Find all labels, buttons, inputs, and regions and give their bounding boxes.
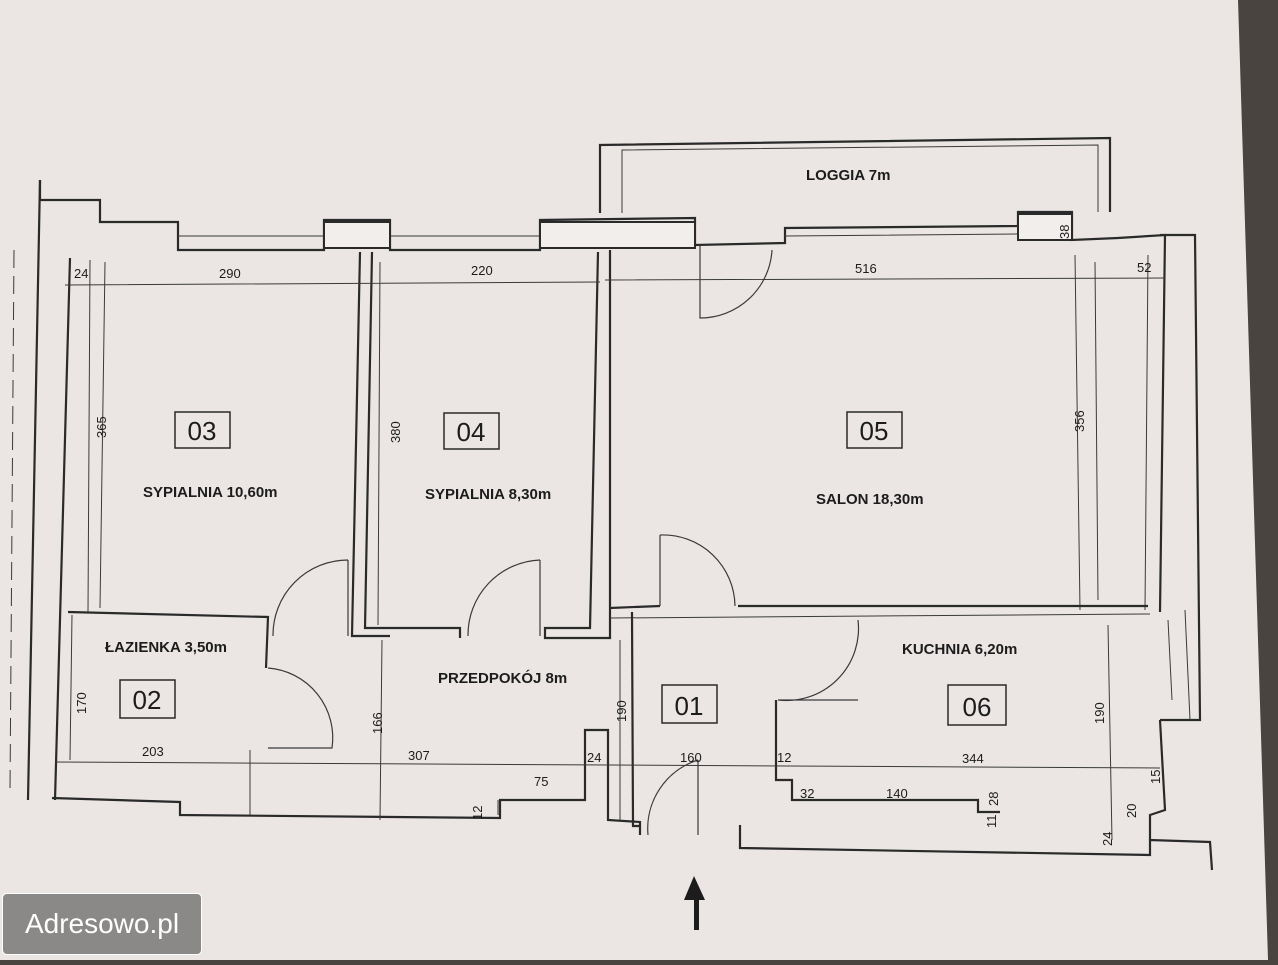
dim-label: 11 <box>984 815 999 829</box>
dim-label: 32 <box>800 786 814 801</box>
left-wall <box>9 179 91 801</box>
entrance-arrow-icon <box>684 876 705 930</box>
dim-label: 140 <box>886 786 908 801</box>
dim-label: 190 <box>1092 702 1107 724</box>
dimension-lines <box>54 261 1166 841</box>
dim-label: 28 <box>986 792 1001 806</box>
room-label-04: SYPIALNIA 8,30m <box>425 486 551 503</box>
dim-label: 38 <box>1057 225 1072 239</box>
dim-label: 516 <box>855 261 877 276</box>
room-labels: SYPIALNIA 10,60m SYPIALNIA 8,30m SALON 1… <box>105 167 1017 687</box>
dim-label: 356 <box>1072 410 1087 432</box>
dim-label: 307 <box>408 748 430 763</box>
dim-label: 24 <box>1100 832 1115 846</box>
dim-label: 344 <box>962 751 984 766</box>
room-label-06: KUCHNIA 6,20m <box>902 641 1017 658</box>
interior-walls <box>67 250 1151 828</box>
room-number-03: 03 <box>188 416 217 446</box>
room-label-05: SALON 18,30m <box>816 491 924 508</box>
room-number-06: 06 <box>963 692 992 722</box>
dim-label: 75 <box>534 774 548 789</box>
dim-label: 170 <box>74 692 89 714</box>
dim-label: 24 <box>74 266 88 281</box>
loggia <box>598 136 1112 213</box>
room-label-02: ŁAZIENKA 3,50m <box>105 639 227 656</box>
dim-label: 12 <box>470 806 485 820</box>
dimension-labels: 24 290 220 516 52 38 365 380 356 170 166… <box>74 225 1163 846</box>
room-number-01: 01 <box>675 691 704 721</box>
dim-label: 20 <box>1124 804 1139 818</box>
room-number-02: 02 <box>133 685 162 715</box>
dim-label: 190 <box>614 700 629 722</box>
loggia-label: LOGGIA 7m <box>806 167 890 184</box>
room-numbers: 03 04 05 02 01 06 <box>119 411 1007 726</box>
dim-label: 52 <box>1137 260 1151 275</box>
dim-label: 380 <box>388 421 403 443</box>
room-number-05: 05 <box>860 416 889 446</box>
top-wall <box>38 180 1119 252</box>
dim-label: 24 <box>587 750 601 765</box>
dim-label: 290 <box>219 266 241 281</box>
doors <box>267 245 860 836</box>
dim-label: 365 <box>94 416 109 438</box>
dim-label: 166 <box>370 712 385 734</box>
dim-label: 15 <box>1148 770 1163 784</box>
dim-label: 220 <box>471 263 493 278</box>
room-label-03: SYPIALNIA 10,60m <box>143 484 278 501</box>
dim-label: 203 <box>142 744 164 759</box>
bottom-wall <box>51 728 1214 871</box>
dim-label: 12 <box>777 750 791 765</box>
watermark-logo: Adresowo.pl <box>2 893 202 955</box>
dim-label: 160 <box>680 750 702 765</box>
room-label-01: PRZEDPOKÓJ 8m <box>438 669 567 687</box>
room-number-04: 04 <box>457 417 486 447</box>
right-wall <box>1074 233 1202 840</box>
